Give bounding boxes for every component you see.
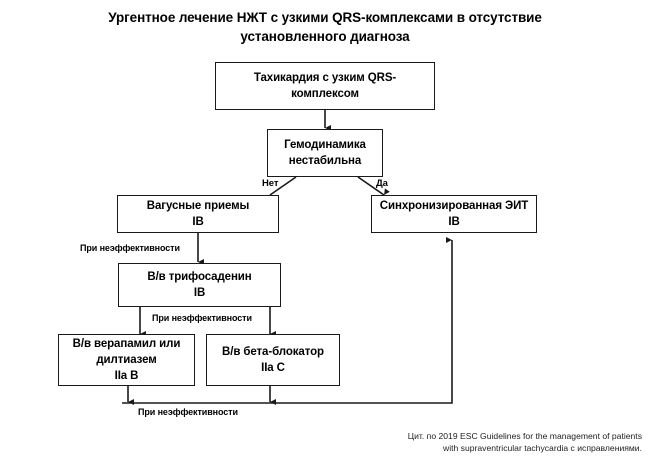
citation-line-1: Цит. по 2019 ESC Guidelines for the mana… xyxy=(407,431,642,441)
node-iv-beta-blocker-line-1: В/в бета-блокатор xyxy=(222,346,324,358)
node-iv-beta-blocker-line-2: IIa C xyxy=(261,362,285,374)
node-vagal-maneuvers-line-1: Вагусные приемы xyxy=(146,200,250,212)
node-synchronized-cardioversion[interactable]: Синхронизированная ЭИТ IB xyxy=(371,195,537,233)
node-synchronized-cardioversion-line-2: IB xyxy=(448,216,460,228)
node-synchronized-cardioversion-line-1: Синхронизированная ЭИТ xyxy=(379,200,529,212)
citation: Цит. по 2019 ESC Guidelines for the mana… xyxy=(330,430,642,454)
node-iv-trifosadenine-line-1: В/в трифосаденин xyxy=(147,271,252,283)
edge-bottom-bus-to-cardioversion xyxy=(122,237,453,404)
edge-hemodynamics-to-cardioversion xyxy=(357,176,390,196)
node-tachycardia-line-2: комплексом xyxy=(291,88,359,100)
citation-line-2: with supraventricular tachycardia с испр… xyxy=(443,443,642,453)
edge-label-no: Нет xyxy=(262,178,279,189)
node-hemodynamics-line-1: Гемодинамика xyxy=(284,139,366,151)
node-iv-beta-blocker[interactable]: В/в бета-блокатор IIa C xyxy=(206,334,340,386)
edge-label-yes: Да xyxy=(376,178,388,189)
node-hemodynamics-line-2: нестабильна xyxy=(288,155,362,167)
node-vagal-maneuvers-line-2: IB xyxy=(192,216,204,228)
node-vagal-maneuvers[interactable]: Вагусные приемы IB xyxy=(117,195,279,233)
edge-hemodynamics-to-vagal xyxy=(269,176,297,202)
page-title-line-2: в отсутствие установленного диагноза xyxy=(240,10,542,44)
node-iv-verapamil-diltiazem-line-3: IIa B xyxy=(114,370,139,382)
edge-label-ineffective-1: При неэффективности xyxy=(80,243,180,253)
node-iv-trifosadenine-line-2: IB xyxy=(193,287,206,299)
node-iv-verapamil-diltiazem[interactable]: В/в верапамил или дилтиазем IIa B xyxy=(58,334,195,386)
page-title: Ургентное лечение НЖТ с узкими QRS-компл… xyxy=(60,8,590,46)
edge-label-ineffective-2: При неэффективности xyxy=(152,313,252,323)
page-title-line-1: Ургентное лечение НЖТ с узкими QRS-компл… xyxy=(108,10,454,25)
node-hemodynamics[interactable]: Гемодинамика нестабильна xyxy=(267,129,383,177)
node-iv-verapamil-diltiazem-line-2: дилтиазем xyxy=(96,354,157,366)
node-iv-verapamil-diltiazem-line-1: В/в верапамил или xyxy=(72,338,181,350)
edge-label-ineffective-3: При неэффективности xyxy=(138,407,238,417)
node-tachycardia[interactable]: Тахикардия с узким QRS- комплексом xyxy=(215,62,435,110)
node-tachycardia-line-1: Тахикардия с узким QRS- xyxy=(253,72,397,84)
node-iv-trifosadenine[interactable]: В/в трифосаденин IB xyxy=(118,263,281,307)
